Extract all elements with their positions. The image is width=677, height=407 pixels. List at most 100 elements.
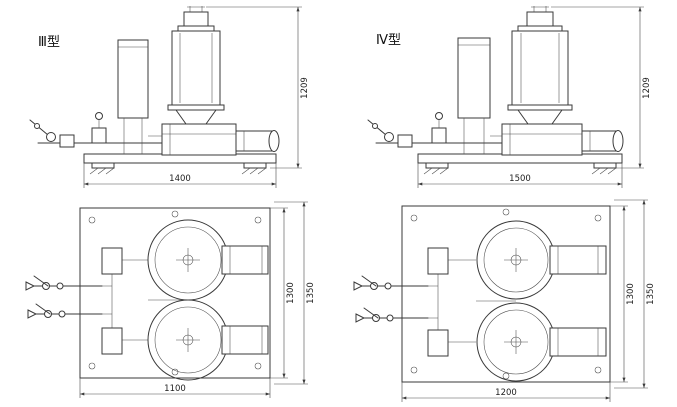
extension-lines xyxy=(274,201,308,385)
extension-lines xyxy=(206,6,302,169)
ground-hatch xyxy=(89,167,267,175)
valve-knob xyxy=(58,310,66,318)
valve-knob xyxy=(95,112,103,120)
valve-assembly-top-plan xyxy=(25,275,103,291)
dim-width-label: 1100 xyxy=(164,384,186,394)
hand-lever xyxy=(35,303,51,315)
dim-width-label: 1500 xyxy=(509,174,531,184)
inline-valve xyxy=(431,127,447,144)
bolt-hole xyxy=(594,214,602,222)
barrel-shading xyxy=(179,33,213,103)
union-fitting xyxy=(59,134,75,148)
outlet-lines xyxy=(229,246,263,274)
dimension-inner-height-plan: 1300 xyxy=(610,205,636,383)
valve-assembly-bottom-plan xyxy=(27,303,103,319)
valve-knob xyxy=(44,310,52,318)
outlet-cylinder xyxy=(235,130,275,152)
junction-box-top xyxy=(427,247,449,275)
dimension-height: 1209 xyxy=(551,6,652,169)
motor-body xyxy=(183,11,209,27)
ground-hatch xyxy=(423,167,617,175)
outlet-end-cap xyxy=(268,130,280,152)
dimension-outer-height-plan: 1350 xyxy=(614,199,656,389)
junction-box-bottom xyxy=(101,327,123,355)
dimension-height: 1209 xyxy=(206,6,310,169)
valve-knob xyxy=(435,112,443,120)
junction-boxes xyxy=(427,247,449,357)
lever-tip xyxy=(27,309,38,319)
bolt-hole xyxy=(502,208,510,216)
outlet-end-cap xyxy=(612,130,624,152)
pump-unit xyxy=(161,6,280,156)
bolt-hole xyxy=(254,216,262,224)
valve-assembly xyxy=(367,112,503,148)
grease-barrel xyxy=(171,30,221,106)
bolt-hole xyxy=(171,368,179,376)
pump-unit xyxy=(501,6,624,156)
pump-top-plan xyxy=(476,220,607,300)
junction-boxes xyxy=(101,247,123,355)
hand-lever xyxy=(33,275,49,287)
lever-tip xyxy=(355,313,366,323)
bolt-hole xyxy=(410,366,418,374)
valve-assembly-top-plan xyxy=(353,275,429,291)
lever-tip xyxy=(25,281,36,291)
union-fitting xyxy=(397,134,413,148)
dimension-width-plan: 1200 xyxy=(401,382,611,402)
extension-lines xyxy=(551,6,644,169)
front-view-type3: Ⅲ型 xyxy=(29,6,310,188)
junction-box-bottom xyxy=(427,329,449,357)
pipe-runs xyxy=(428,259,516,343)
lever-tip xyxy=(353,281,364,291)
dim-width-label: 1200 xyxy=(495,388,517,398)
dimension-width-plan: 1100 xyxy=(79,378,271,398)
lever-knob xyxy=(372,123,378,129)
valve-assembly xyxy=(29,112,163,148)
dim-inner-height-label: 1300 xyxy=(286,282,296,304)
dim-width-label: 1400 xyxy=(169,174,191,184)
foot-left xyxy=(91,162,115,169)
outlet-lines xyxy=(557,328,599,356)
lifting-rods xyxy=(531,6,549,12)
bottom-flange xyxy=(167,104,225,111)
bolt-hole xyxy=(254,362,262,370)
valve-knob xyxy=(370,282,378,290)
type3-label: Ⅲ型 xyxy=(38,35,60,50)
pump-inner-circle xyxy=(483,227,549,293)
valve-knob xyxy=(56,282,64,290)
bolt-hole xyxy=(88,216,96,224)
center-mark xyxy=(504,330,528,354)
outlet-lines xyxy=(557,246,599,274)
valve-knob xyxy=(386,314,394,322)
valve-knob xyxy=(42,282,50,290)
bolt-hole xyxy=(502,372,510,380)
barrel-shading xyxy=(520,33,560,103)
bolt-hole xyxy=(171,210,179,218)
pump-body xyxy=(501,123,583,156)
piping-plan xyxy=(102,259,186,341)
dim-inner-height-label: 1300 xyxy=(626,283,636,305)
center-mark xyxy=(176,328,200,352)
bottom-flange xyxy=(507,104,573,111)
plan-view-type4: 1200 1300 1350 xyxy=(353,199,656,402)
extension-lines xyxy=(614,199,648,389)
cabinet-legs xyxy=(118,46,162,154)
outlet-lines xyxy=(229,326,263,354)
base-plate xyxy=(83,153,277,175)
plan-view-type3: 1100 1300 1350 xyxy=(25,201,316,398)
pump-bottom-plan xyxy=(147,299,269,381)
bolt-hole xyxy=(594,366,602,374)
pump-body-lines xyxy=(502,124,582,155)
top-flange xyxy=(517,25,563,32)
dimension-outer-height-plan: 1350 xyxy=(274,201,316,385)
cabinet xyxy=(117,39,162,154)
inline-valve xyxy=(91,127,107,144)
motor-body xyxy=(526,11,554,27)
dim-outer-height-label: 1350 xyxy=(646,283,656,305)
pump-wheel xyxy=(384,132,394,142)
foot-right xyxy=(593,162,617,169)
hand-lever xyxy=(363,307,379,319)
top-flange xyxy=(177,25,215,32)
pump-bottom-plan xyxy=(476,302,607,382)
bolt-hole xyxy=(410,214,418,222)
